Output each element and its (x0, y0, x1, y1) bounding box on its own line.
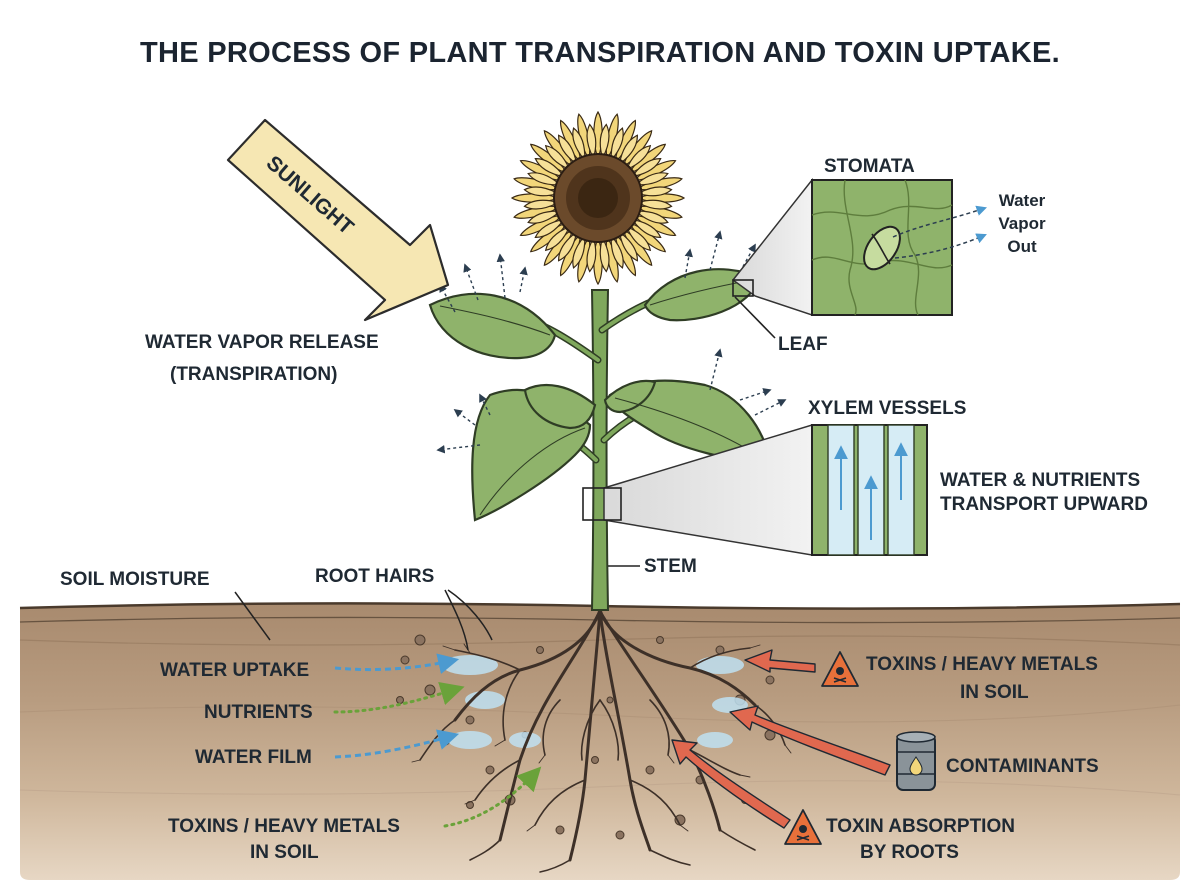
root-hairs-label: ROOT HAIRS (315, 566, 434, 587)
left-toxins-line1: TOXINS / HEAVY METALS (168, 816, 400, 837)
root-hairs-pointers (444, 589, 493, 651)
sunflower-petal (572, 234, 586, 269)
xylem-title: XYLEM VESSELS (808, 398, 966, 419)
sunflower-petal (634, 210, 669, 224)
sunflower-petal (534, 158, 566, 178)
sunflower-petal (527, 172, 562, 186)
sunflower-petal (527, 210, 562, 224)
water-uptake-arrow (334, 653, 460, 674)
hazard-skull-icon-2 (784, 809, 822, 845)
water-film-label: WATER FILM (195, 747, 312, 768)
hazard-skull-icon (821, 651, 859, 687)
sunflower-petal (618, 230, 638, 262)
barrel-icon (896, 731, 936, 791)
sunflower-petal (634, 172, 669, 186)
water-uptake-label: WATER UPTAKE (160, 660, 309, 681)
sunflower-petal (544, 225, 571, 252)
sunflower-head (510, 110, 686, 286)
xylem-desc-line1: WATER & NUTRIENTS (940, 470, 1140, 491)
vapor-arrows (436, 230, 787, 454)
toxin-arrows (671, 649, 891, 829)
stomata-out-line2: Vapor (998, 214, 1046, 233)
sunflower-petal (610, 234, 624, 269)
sun-arrow: SUNLIGHT (226, 118, 450, 322)
stomata-out-line3: Out (1007, 237, 1037, 256)
right-toxins-line1: TOXINS / HEAVY METALS (866, 654, 1098, 675)
xylem-inset: XYLEM VESSELS WATER & NUTRIENTS TRANSPOR… (582, 398, 1148, 556)
sunflower-petal (630, 158, 662, 178)
right-toxins-line2: IN SOIL (960, 682, 1029, 703)
page-title: THE PROCESS OF PLANT TRANSPIRATION AND T… (140, 37, 1060, 69)
sunflower-petal (523, 186, 560, 197)
absorption-line2: BY ROOTS (860, 842, 959, 863)
sunflower-petal (586, 236, 597, 273)
transpiration-line1: WATER VAPOR RELEASE (145, 332, 379, 353)
sunflower-petal (618, 134, 638, 166)
soil-moisture-label: SOIL MOISTURE (60, 569, 210, 590)
sunflower-petal (534, 218, 566, 238)
leaf-label: LEAF (778, 334, 828, 355)
sunflower-petal (523, 199, 560, 210)
nutrients-arrow (333, 682, 465, 714)
contaminants-label: CONTAMINANTS (946, 756, 1099, 777)
leaf-callout: LEAF (734, 296, 828, 355)
sunflower-petal (586, 123, 597, 160)
water-film-arrow (334, 729, 460, 759)
sunflower-petal (599, 123, 610, 160)
sunflower-petal (599, 236, 610, 273)
absorption-line1: TOXIN ABSORPTION (826, 816, 1015, 837)
sunflower-petal (630, 218, 662, 238)
stomata-inset: STOMATA Water Vapor Out (731, 156, 1046, 317)
sunflower-petal (636, 186, 673, 197)
left-toxins-arrow (443, 766, 542, 828)
stem-label: STEM (644, 556, 697, 577)
roots (411, 608, 792, 873)
sunflower-petal (544, 144, 571, 171)
sunflower-petals (510, 110, 686, 286)
sunflower-petal (636, 199, 673, 210)
nutrients-label: NUTRIENTS (204, 702, 313, 723)
soil-moisture-pointer (234, 591, 271, 641)
soil (19, 602, 1181, 880)
sunflower-petal (558, 230, 578, 262)
sunflower-petal (558, 134, 578, 166)
sunflower-petal (625, 225, 652, 252)
sunflower-petal (610, 127, 624, 162)
stomata-title: STOMATA (824, 156, 915, 177)
transpiration-line2: (TRANSPIRATION) (170, 364, 337, 385)
xylem-desc-line2: TRANSPORT UPWARD (940, 494, 1148, 515)
stomata-out-line1: Water (999, 191, 1046, 210)
left-toxins-line2: IN SOIL (250, 842, 319, 863)
sunflower-petal (572, 127, 586, 162)
sunflower-petal (625, 144, 652, 171)
